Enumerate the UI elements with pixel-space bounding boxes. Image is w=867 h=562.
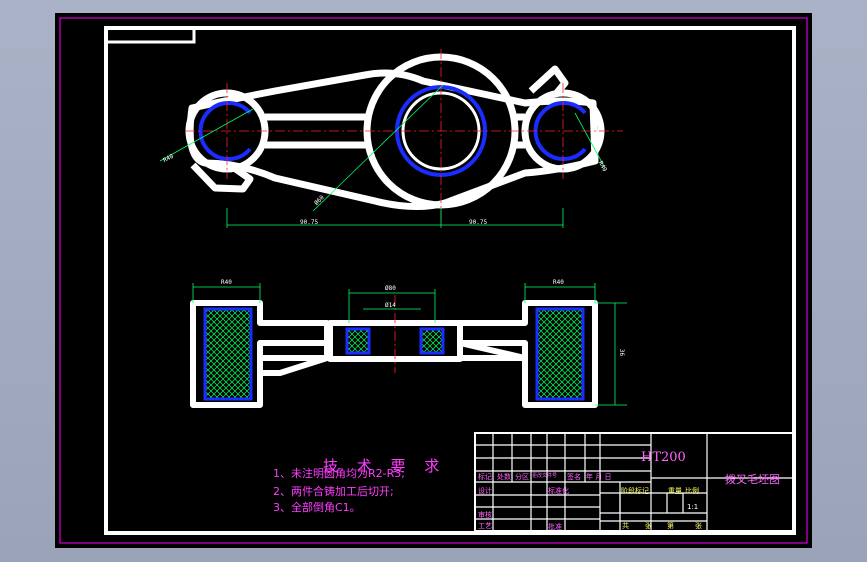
dim-top-right: 90.75	[469, 219, 488, 226]
tb-footer-2: 第	[667, 522, 674, 530]
dim-sec-left: R40	[221, 279, 232, 286]
section-right-outline	[457, 300, 598, 408]
scale-value: 1:1	[687, 503, 699, 511]
tb-row-process: 工艺	[478, 522, 492, 530]
tb-header-3: 更改文件号	[532, 473, 558, 479]
top-centerlines	[185, 49, 623, 223]
tb-header-1: 处数	[497, 473, 511, 481]
hatch-right	[535, 307, 585, 401]
title-block-lines	[474, 432, 794, 532]
dim-sec-height: 36	[618, 348, 626, 357]
section-dimensions	[192, 283, 627, 406]
note-item-3: 3、全部倒角C1。	[273, 501, 361, 514]
tb-footer-0: 共	[622, 522, 629, 530]
note-item-2: 2、两件合铸加工后切开;	[273, 485, 394, 498]
note-item-1: 1、未注明圆角均为R2-R3;	[273, 467, 405, 480]
tb-footer-3: 张	[695, 522, 702, 530]
hatch-hub-right	[419, 327, 445, 355]
tb-header-0: 标记	[478, 473, 492, 481]
inner-border	[104, 26, 796, 535]
cad-drawing	[59, 17, 808, 544]
section-right-web	[459, 340, 528, 376]
drawing-name: 拨叉毛坯图	[725, 473, 780, 486]
tb-scale: 比例	[685, 487, 699, 495]
notes-title: 技 术 要 求	[323, 457, 447, 475]
right-tab	[528, 65, 569, 98]
tb-row-design: 设计	[478, 487, 492, 495]
tb-header-5: 年 月 日	[586, 473, 612, 481]
tb-header-4: 签名	[567, 473, 581, 481]
section-view	[190, 300, 598, 408]
tb-mid-standard: 标准化	[548, 487, 569, 495]
tb-mid-approve: 批准	[548, 523, 562, 531]
hatch-hub-left	[345, 327, 371, 355]
dim-sec-center1: Ø80	[385, 285, 396, 292]
material-label: HT200	[641, 450, 686, 465]
top-dimensions	[159, 84, 606, 228]
tb-weight: 重量	[668, 487, 682, 495]
left-bore	[198, 101, 252, 161]
dim-sec-right: R40	[553, 279, 564, 286]
dim-sec-center2: Ø14	[385, 302, 396, 309]
left-tab	[190, 162, 254, 193]
section-hatch	[203, 307, 585, 401]
tb-stage-mark: 阶段标记	[621, 487, 649, 495]
drawing-viewport[interactable]: 90.75 90.75 R40 R40 Ø60 R40 R40 Ø80 Ø14 …	[55, 13, 812, 548]
tb-header-2: 分区	[515, 473, 529, 481]
corner-tag-box	[104, 26, 196, 44]
hatch-left	[203, 307, 253, 401]
section-left-web	[260, 343, 330, 376]
tb-row-review: 审核	[478, 511, 492, 519]
dim-top-left: 90.75	[300, 219, 319, 226]
tb-footer-1: 张	[645, 522, 652, 530]
outer-border	[59, 17, 808, 544]
